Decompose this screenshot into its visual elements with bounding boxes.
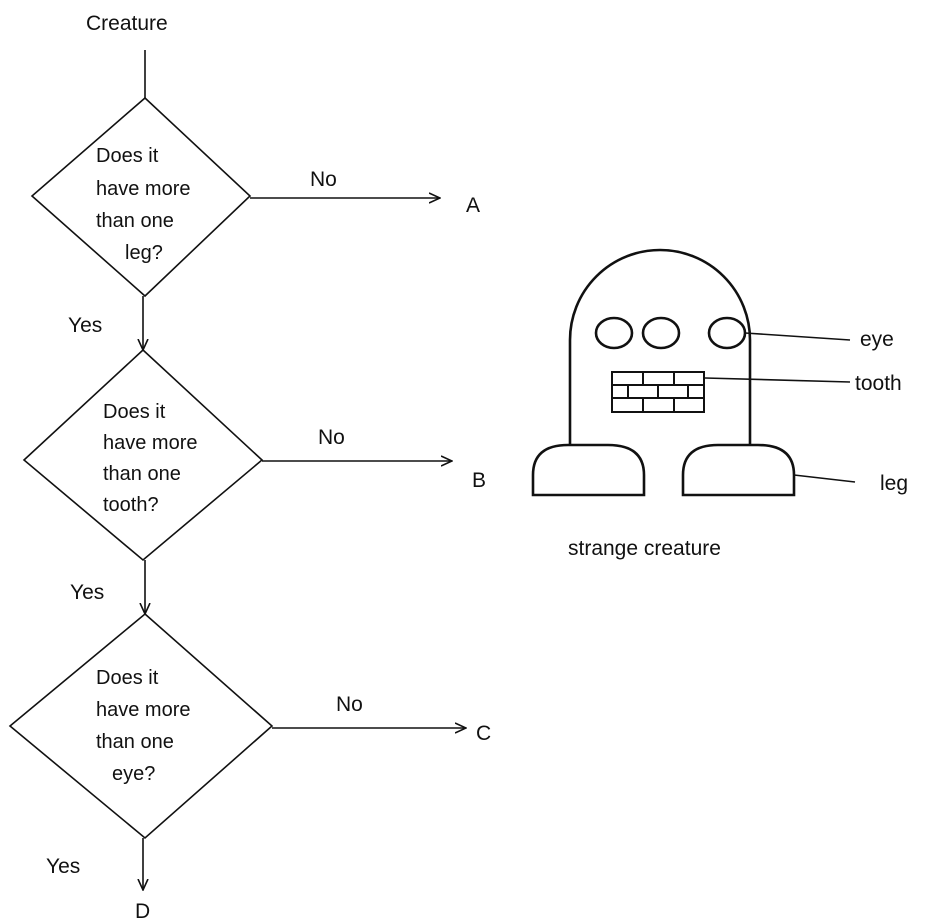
no-label-eye: No [336,693,363,716]
creature-body [568,248,752,444]
tooth-label: tooth [855,372,902,395]
outcome-c: C [476,722,491,745]
creature-illustration [531,248,796,497]
no-label-tooth: No [318,426,345,449]
yes-label-eye: Yes [46,855,80,878]
leg-leader [793,474,856,483]
decision-text-tooth: Does it have more than one tooth? [103,401,203,516]
outcome-b: B [472,469,486,492]
decision-diamond-tooth [22,348,264,562]
eye-label: eye [860,328,894,351]
decision-text-leg: Does it have more than one leg? [96,145,196,264]
eye-left [594,316,634,350]
decision-diamond-leg [30,96,252,298]
start-label: Creature [86,12,168,35]
yes-label-tooth: Yes [70,581,104,604]
leader-lines [704,332,856,483]
eye-right [707,316,747,350]
yes-label-leg: Yes [68,314,102,337]
decision-diamond-eye [8,612,274,840]
creature-text: eye tooth leg strange creature [568,328,908,560]
outcome-d: D [135,900,150,923]
creature-caption: strange creature [568,537,721,560]
flowchart [8,50,466,890]
teeth [611,371,705,413]
outcome-a: A [466,194,480,217]
flowchart-text: Creature Does it have more than one leg?… [46,12,491,923]
leg-right [681,443,796,497]
eye-leader [744,332,851,341]
no-label-leg: No [310,168,337,191]
tooth-leader [704,377,851,383]
eye-middle [641,316,681,350]
leg-left [531,443,646,497]
leg-label: leg [880,472,908,495]
decision-text-eye: Does it have more than one eye? [96,667,196,785]
